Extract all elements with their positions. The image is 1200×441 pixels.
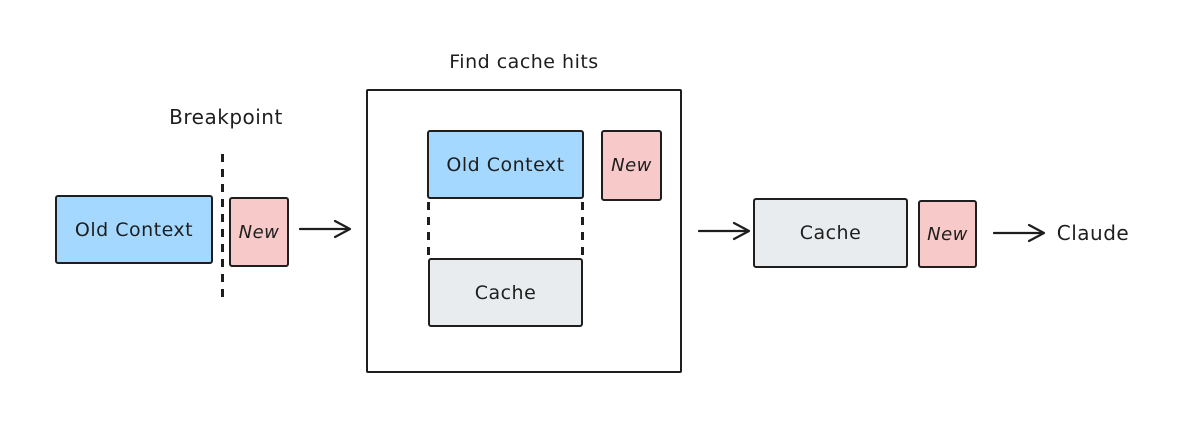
breakpoint-label: Breakpoint (169, 105, 283, 129)
find-cache-hits-container (366, 89, 682, 373)
old-context-box-label: Old Context (74, 218, 194, 241)
find-cache-hits-title: Find cache hits (449, 51, 599, 73)
new-tokens-box: New (918, 200, 977, 268)
new-tokens-box-label: New (927, 223, 968, 245)
cache-box-label: Cache (474, 281, 537, 304)
old-context-box: Old Context (427, 130, 584, 199)
cache-box: Cache (753, 198, 908, 268)
breakpoint-dashed-line (221, 154, 224, 300)
new-tokens-box: New (229, 197, 289, 267)
cache-box: Cache (428, 258, 583, 327)
old-context-box-label: Old Context (446, 153, 565, 176)
new-tokens-box: New (601, 130, 662, 201)
new-tokens-box-label: New (611, 155, 652, 176)
cache-box-label: Cache (799, 222, 862, 244)
old-context-box: Old Context (55, 195, 213, 264)
claude-label: Claude (1056, 221, 1130, 245)
cache-match-dashed-line-right (581, 202, 584, 258)
flow-arrow-icon (299, 218, 353, 240)
cache-match-dashed-line-left (427, 202, 430, 258)
new-tokens-box-label: New (238, 221, 280, 243)
flow-arrow-icon (993, 222, 1047, 244)
flow-arrow-icon (698, 220, 752, 242)
